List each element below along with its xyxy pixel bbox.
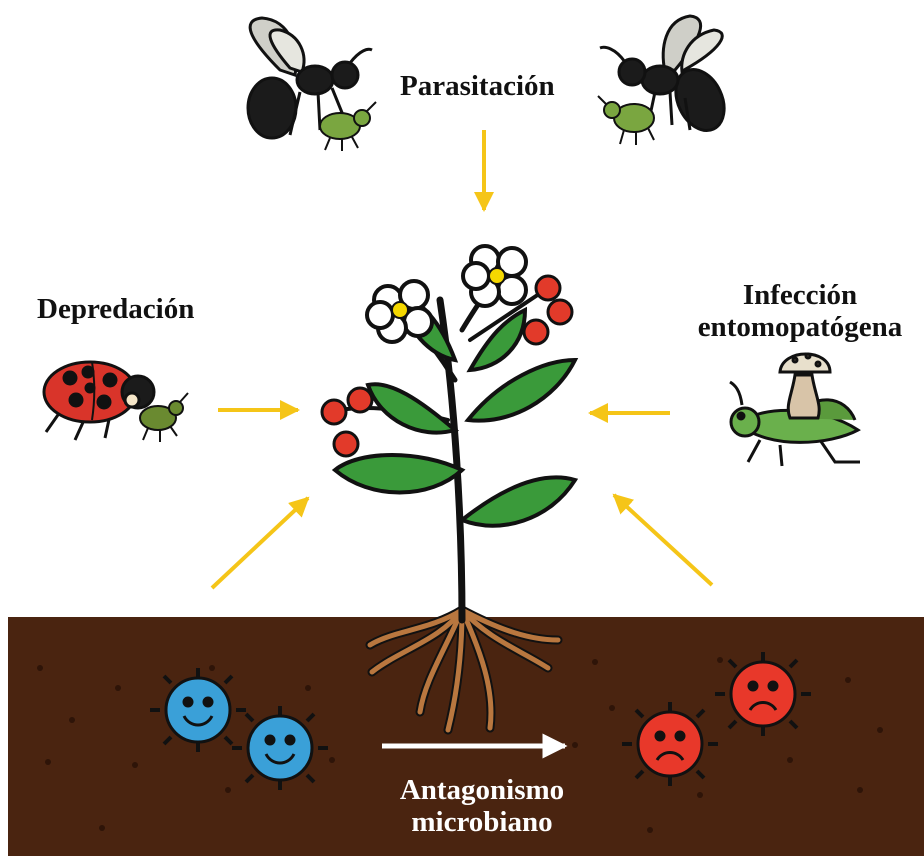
label-infeccion: Infección entomopatógena xyxy=(680,279,920,343)
flower-top xyxy=(463,246,526,306)
label-parasitacion: Parasitación xyxy=(400,70,555,102)
flower-left xyxy=(367,281,432,342)
arrow-lower-right xyxy=(614,495,712,585)
ladybug-icon xyxy=(44,362,154,440)
label-antagonismo-line2: microbiano xyxy=(372,806,592,838)
label-infeccion-line2: entomopatógena xyxy=(680,311,920,343)
label-antagonismo-line1: Antagonismo xyxy=(372,774,592,806)
arrow-lower-left xyxy=(212,498,308,588)
label-depredacion: Depredación xyxy=(37,293,194,325)
aphid-icon xyxy=(598,96,654,145)
label-infeccion-line1: Infección xyxy=(680,279,920,311)
aphid-icon xyxy=(320,102,376,151)
plant-icon xyxy=(322,246,575,620)
label-antagonismo: Antagonismo microbiano xyxy=(372,774,592,838)
